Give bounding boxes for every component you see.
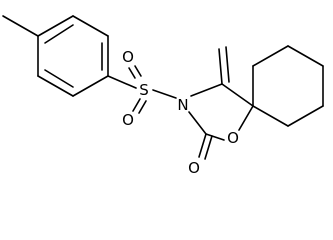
- carbonyl-double-bond: [198, 133, 207, 158]
- sulfonyl-double-bond-bottom: [132, 98, 141, 112]
- ring-double-bond: [44, 69, 74, 88]
- ring-bond: [221, 83, 254, 107]
- sulfur-nitrogen-bond: [152, 89, 177, 99]
- ring-bond: [72, 15, 109, 37]
- ring-bond: [37, 75, 74, 97]
- sulfonyl-double-bond-top: [134, 65, 142, 77]
- carbonyl-oxygen-label: O: [188, 159, 200, 177]
- ring-bond: [252, 105, 289, 127]
- ring-oxygen-label: O: [227, 129, 239, 147]
- ring-bond: [72, 75, 109, 97]
- methylene-double-bond: [225, 46, 230, 83]
- carbonyl-double-bond: [204, 135, 213, 160]
- sulfonyl-oxygen-bottom-label: O: [122, 111, 134, 129]
- ring-bond: [190, 83, 223, 97]
- sulfur-label: S: [139, 81, 149, 99]
- chemical-structure: S O O N O O: [2, 15, 324, 177]
- ring-double-bond: [44, 24, 74, 44]
- methyl-bond: [2, 15, 39, 37]
- ring-bond: [37, 15, 74, 37]
- sulfonyl-double-bond-top: [128, 67, 136, 79]
- ring-bond: [252, 45, 289, 67]
- cyclohexane-ring: [252, 45, 324, 127]
- oxazolidinone-ring: [188, 83, 254, 141]
- ring-bond: [238, 105, 254, 131]
- sulfonyl-double-bond-bottom: [138, 100, 147, 114]
- nitrogen-label: N: [177, 96, 188, 114]
- sulfonyl-oxygen-top-label: O: [122, 48, 134, 66]
- ring-bond: [188, 111, 207, 135]
- methylene-double-bond: [218, 48, 223, 85]
- ring-bond: [287, 45, 324, 67]
- ring-bond: [287, 105, 324, 127]
- ring-bond: [205, 133, 225, 141]
- aryl-sulfur-bond: [107, 75, 137, 89]
- benzene-ring: [37, 15, 109, 97]
